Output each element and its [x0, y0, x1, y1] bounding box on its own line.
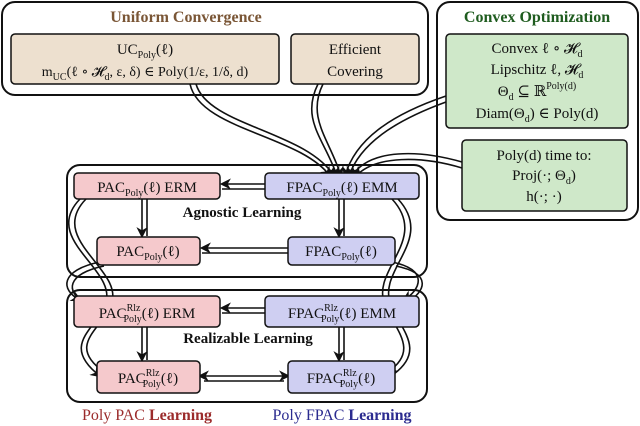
realizable-learning-label: Realizable Learning [183, 331, 313, 347]
node-rlz-fpac [287, 360, 396, 394]
arrow-covering-to-fpac-emm-a [310, 83, 340, 179]
agnostic-learning-label: Agnostic Learning [183, 205, 302, 221]
uc-line-1: UCPoly(ℓ) [117, 42, 173, 61]
arrow-uc-to-fpac-emm-b [195, 83, 336, 178]
node-fpac-emm-label: FPACPoly(ℓ) EMM [286, 180, 397, 199]
arrow-polytime-to-fpac-emm-b [354, 158, 463, 178]
caption-poly-pac-learning: Poly PAC Learning [82, 407, 212, 424]
arrow-covering-to-fpac-emm-b [316, 83, 344, 179]
uc-condition-box [10, 33, 280, 85]
efficient-covering-line-2: Covering [327, 64, 383, 80]
efficient-covering-box [290, 33, 420, 85]
convex-optimization-title: Convex Optimization [464, 9, 610, 26]
uc-line-2: mUC(ℓ ∘ 𝓗d, ε, δ) ∈ Poly(1/ε, 1/δ, d) [42, 65, 249, 83]
node-pac-label: PACPoly(ℓ) [116, 244, 179, 263]
convex-conditions-box [445, 33, 629, 129]
node-fpac-emm [264, 172, 420, 200]
node-pac-erm [73, 172, 221, 200]
node-pac [96, 236, 201, 266]
poly-time-line-3: h(·; ·) [526, 189, 561, 205]
poly-time-box [461, 139, 628, 212]
convex-line-1: Convex ℓ ∘ 𝓗d [492, 41, 583, 60]
arrow-convex-to-fpac-emm-a [342, 95, 447, 179]
poly-time-line-1: Poly(d) time to: [497, 148, 592, 164]
node-rlz-pac-erm [73, 295, 221, 328]
convex-line-4: Diam(Θd) ∈ Poly(d) [476, 106, 599, 125]
node-fpac [287, 236, 396, 266]
node-rlz-fpac-emm [264, 295, 420, 328]
caption-poly-fpac-learning: Poly FPAC Learning [272, 407, 411, 424]
node-rlz-pac [96, 360, 201, 394]
convex-line-2: Lipschitz ℓ, 𝓗d [491, 62, 584, 81]
node-fpac-label: FPACPoly(ℓ) [305, 244, 377, 263]
node-pac-erm-label: PACPoly(ℓ) ERM [97, 180, 197, 199]
uniform-convergence-title: Uniform Convergence [110, 9, 262, 26]
poly-time-line-2: Proj(·; Θd) [512, 168, 576, 187]
arrow-uc-to-fpac-emm-a [189, 83, 332, 178]
efficient-covering-line-1: Efficient [329, 42, 382, 58]
convex-line-3: Θd ⊆ ℝPoly(d) [498, 81, 576, 103]
